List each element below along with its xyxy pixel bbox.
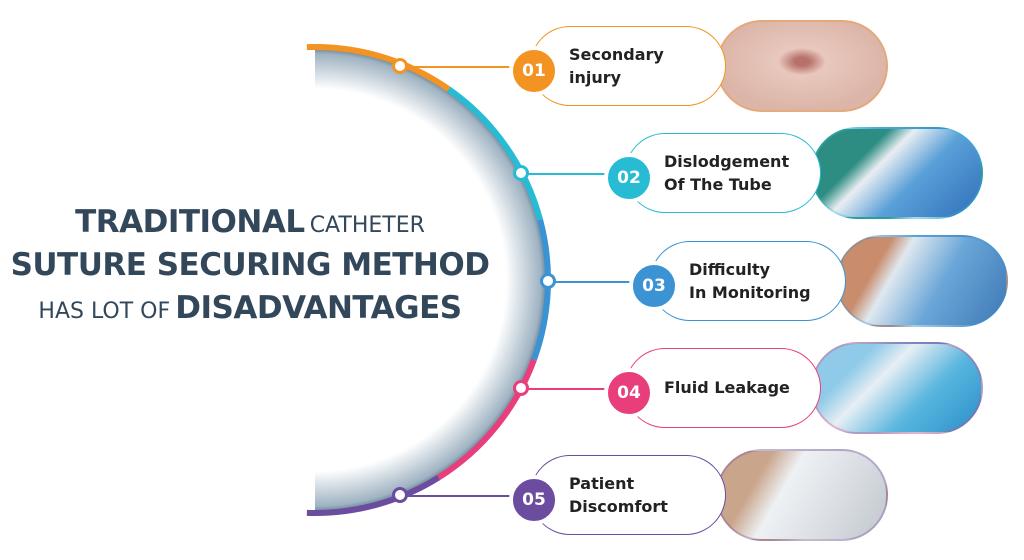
arc-segment-blue: [531, 218, 551, 361]
connector-line: [400, 66, 510, 68]
item-photo: [836, 235, 1008, 327]
item-pill: 05 Patient Discomfort: [509, 455, 726, 535]
main-title: TRADITIONAL CATHETER SUTURE SECURING MET…: [0, 203, 500, 332]
number-badge: 01: [509, 46, 559, 96]
title-word: TRADITIONAL: [75, 204, 305, 240]
item-number: 04: [617, 383, 641, 403]
arc-segment-cyan: [446, 86, 543, 221]
disadvantage-item: 01 Secondary injury: [509, 20, 1010, 112]
item-pill: 03 Difficulty In Monitoring: [629, 241, 846, 321]
timeline-node: [392, 58, 408, 74]
item-number: 03: [642, 276, 666, 296]
timeline-node: [540, 273, 556, 289]
arc-segment-purple: [306, 475, 441, 516]
item-label: Secondary injury: [569, 44, 664, 87]
item-number: 05: [522, 490, 546, 510]
item-pill: 02 Dislodgement Of The Tube: [604, 133, 821, 213]
title-line: SUTURE SECURING METHOD: [10, 247, 490, 283]
arc-segment-orange: [306, 44, 451, 92]
number-badge: 05: [509, 475, 559, 525]
arc-shadow: [315, 47, 548, 513]
disadvantage-item: 05 Patient Discomfort: [509, 449, 1010, 541]
connector-line: [521, 388, 605, 390]
item-label: Dislodgement Of The Tube: [664, 151, 790, 194]
title-word: DISADVANTAGES: [175, 290, 462, 326]
item-pill: 01 Secondary injury: [509, 26, 726, 106]
item-photo: [811, 342, 983, 434]
disadvantage-item: 04 Fluid Leakage: [604, 342, 1024, 434]
item-photo: [811, 127, 983, 219]
item-label: Patient Discomfort: [569, 473, 668, 516]
item-number: 01: [522, 61, 546, 81]
disadvantage-item: 03 Difficulty In Monitoring: [629, 235, 1024, 327]
item-pill: 04 Fluid Leakage: [604, 348, 821, 428]
connector-line: [548, 281, 630, 283]
timeline-node: [513, 165, 529, 181]
title-word: HAS LOT OF: [38, 299, 171, 324]
item-label: Fluid Leakage: [664, 378, 790, 397]
title-word: CATHETER: [309, 213, 425, 238]
connector-line: [400, 495, 510, 497]
timeline-node: [513, 380, 529, 396]
number-badge: 04: [604, 368, 654, 418]
item-number: 02: [617, 168, 641, 188]
item-photo: [716, 449, 888, 541]
item-label: Difficulty In Monitoring: [689, 259, 811, 302]
arc-segment-pink: [436, 358, 537, 481]
disadvantage-item: 02 Dislodgement Of The Tube: [604, 127, 1024, 219]
number-badge: 03: [629, 261, 679, 311]
connector-line: [521, 173, 605, 175]
number-badge: 02: [604, 153, 654, 203]
item-photo: [716, 20, 888, 112]
timeline-node: [392, 487, 408, 503]
